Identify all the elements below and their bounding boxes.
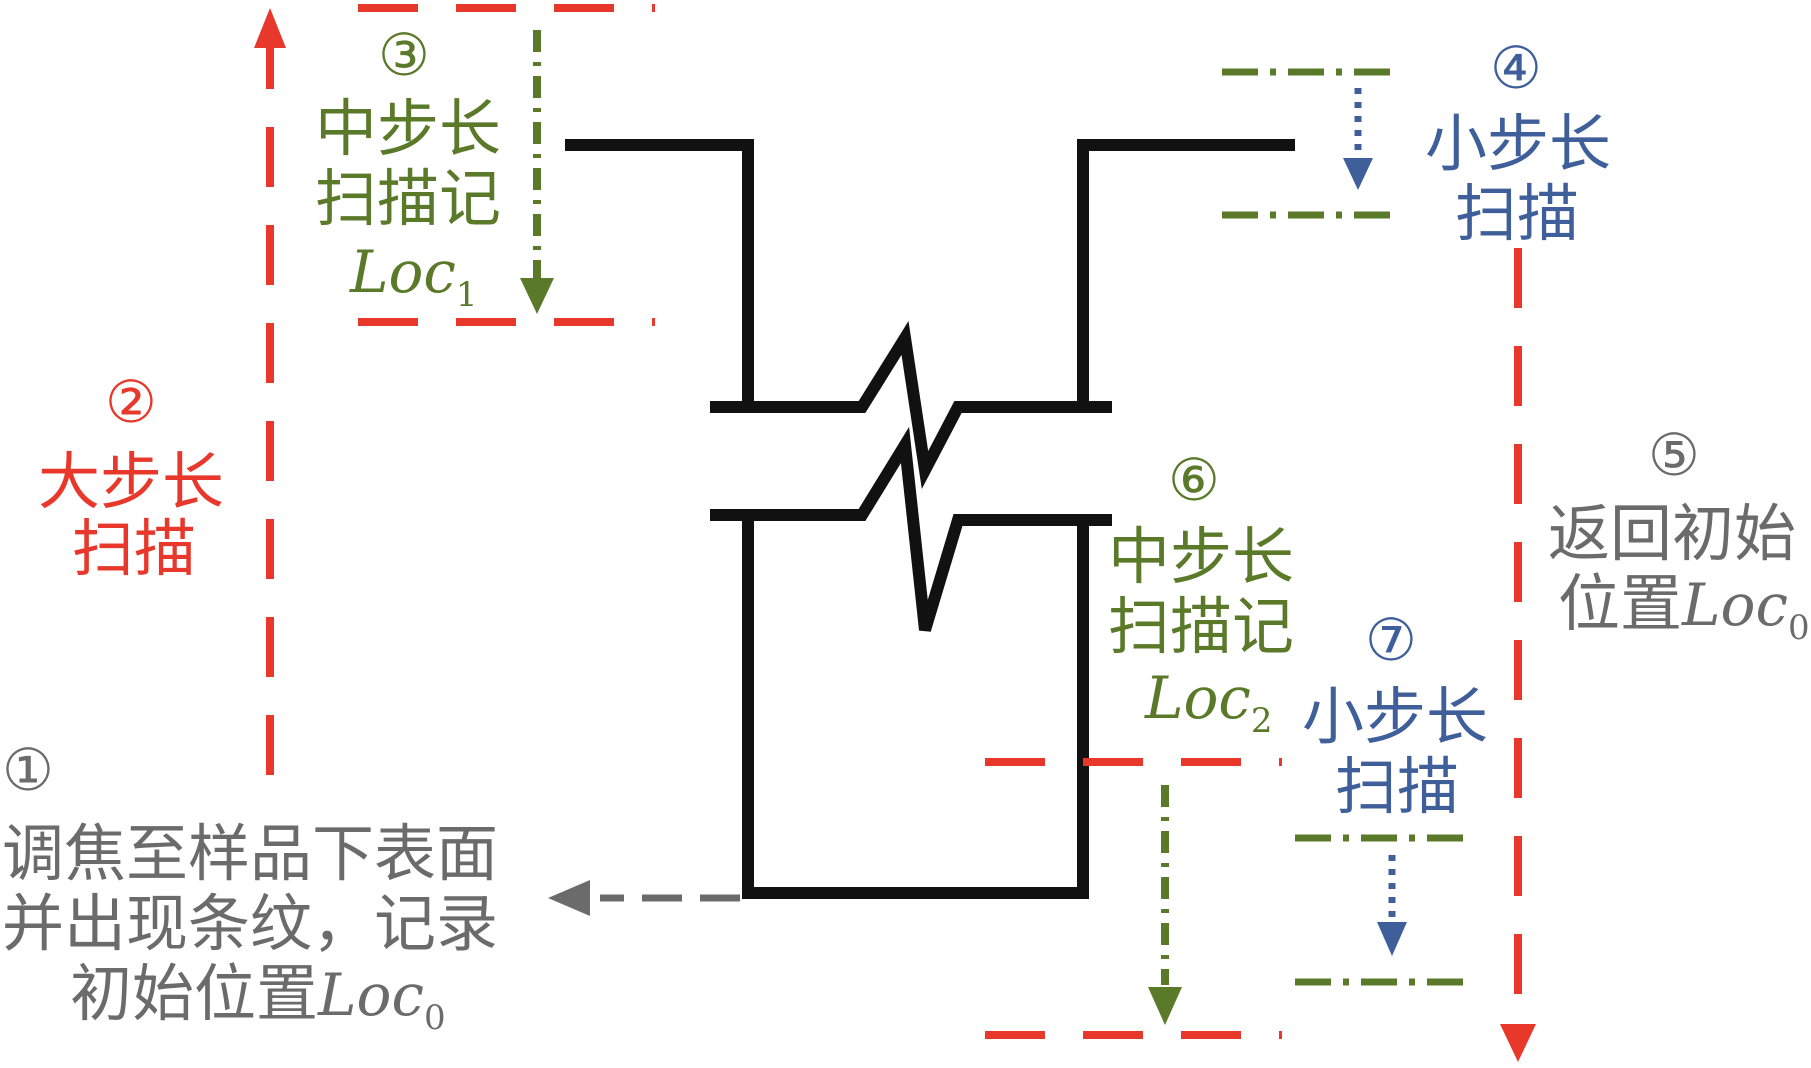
arrow-down-icon bbox=[1377, 922, 1407, 956]
medium-step-scan-arrow-1 bbox=[520, 30, 554, 314]
step6-line1: 中步长 bbox=[1108, 520, 1294, 593]
step4-green-bounds bbox=[1222, 68, 1400, 219]
arrow-left-icon bbox=[548, 880, 590, 916]
step7-line1: 小步长 bbox=[1302, 680, 1488, 753]
step2-line1: 大步长 bbox=[38, 445, 224, 518]
small-step-scan-arrow-1 bbox=[1343, 88, 1373, 190]
sample-structure bbox=[565, 139, 1295, 899]
step4-line2: 扫描 bbox=[1455, 177, 1579, 250]
step6-label: ⑥ 中步长 扫描记 Loc2 bbox=[1108, 446, 1294, 741]
step2-line2: 扫描 bbox=[72, 512, 196, 585]
sample-upper-bottom-edge bbox=[710, 321, 1112, 490]
sample-lower-top-edge bbox=[710, 426, 1112, 632]
initial-focus-arrow bbox=[548, 880, 740, 916]
step3-label: ③ 中步长 扫描记 Loc1 bbox=[315, 21, 501, 315]
step7-label: ⑦ 小步长 扫描 bbox=[1302, 606, 1488, 823]
step6-red-bounds bbox=[985, 758, 1282, 1039]
step1-line2: 并出现条纹，记录 bbox=[2, 887, 498, 960]
step7-line2: 扫描 bbox=[1335, 750, 1459, 823]
step6-number: ⑥ bbox=[1168, 446, 1220, 514]
step1-label: ① 调焦至样品下表面 并出现条纹，记录 初始位置Loc0 bbox=[2, 736, 498, 1038]
step4-line1: 小步长 bbox=[1425, 107, 1611, 180]
step5-line2: 位置Loc0 bbox=[1558, 567, 1810, 648]
step3-line1: 中步长 bbox=[315, 92, 501, 165]
step5-label: ⑤ 返回初始 位置Loc0 bbox=[1548, 421, 1810, 648]
step4-number: ④ bbox=[1490, 34, 1542, 102]
step5-number: ⑤ bbox=[1648, 421, 1700, 489]
step2-number: ② bbox=[105, 368, 157, 436]
small-step-scan-arrow-2 bbox=[1377, 855, 1407, 956]
step6-loc: Loc2 bbox=[1144, 664, 1273, 741]
step2-label: ② 大步长 扫描 bbox=[38, 368, 224, 585]
step3-loc: Loc1 bbox=[349, 238, 478, 315]
step1-number: ① bbox=[2, 736, 54, 804]
arrow-down-icon bbox=[520, 278, 554, 314]
arrow-up-icon bbox=[254, 8, 286, 48]
sample-upper-right-step bbox=[1077, 139, 1295, 407]
step6-line2: 扫描记 bbox=[1108, 590, 1294, 663]
step1-line1: 调焦至样品下表面 bbox=[2, 817, 498, 890]
sample-upper-left-step bbox=[565, 139, 754, 407]
step7-number: ⑦ bbox=[1365, 606, 1417, 674]
step4-label: ④ 小步长 扫描 bbox=[1425, 34, 1611, 250]
arrow-down-icon bbox=[1148, 987, 1182, 1025]
step3-number: ③ bbox=[378, 21, 430, 89]
medium-step-scan-arrow-2 bbox=[1148, 785, 1182, 1025]
step5-line1: 返回初始 bbox=[1548, 497, 1796, 570]
arrow-down-icon bbox=[1343, 158, 1373, 190]
step3-line2: 扫描记 bbox=[315, 162, 501, 235]
return-arrow bbox=[1500, 248, 1536, 1062]
step3-red-bounds bbox=[358, 4, 655, 326]
step7-green-bounds bbox=[1295, 834, 1470, 986]
arrow-down-icon bbox=[1500, 1024, 1536, 1062]
big-step-scan-arrow bbox=[254, 8, 286, 775]
sample-lower-body bbox=[742, 520, 1089, 899]
step1-line3: 初始位置Loc0 bbox=[70, 957, 446, 1038]
